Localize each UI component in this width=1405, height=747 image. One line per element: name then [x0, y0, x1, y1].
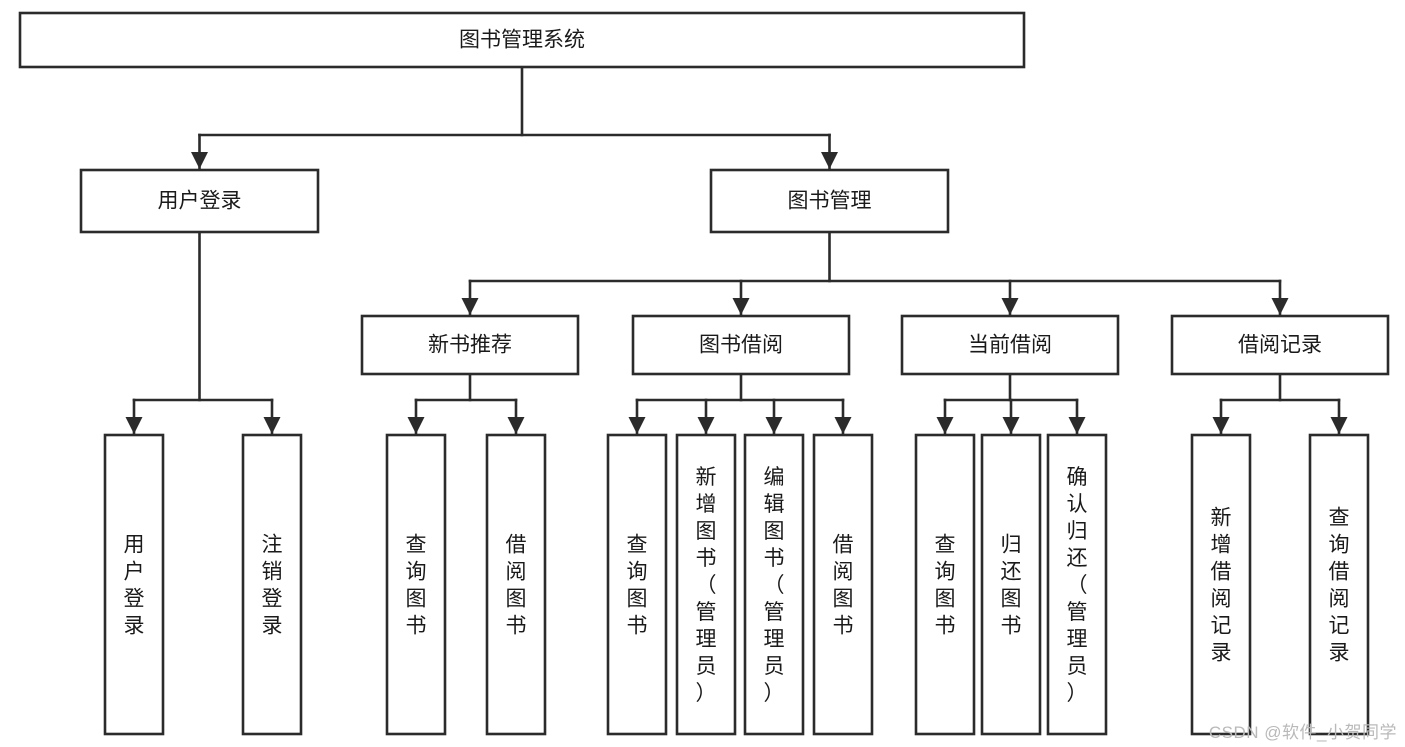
node-leaf-query-book-3-box[interactable] [914, 433, 976, 736]
node-leaf-borrow-book-2[interactable]: 借阅图书 [812, 433, 874, 736]
node-leaf-query-book-2-label: 查询图书 [627, 534, 648, 638]
node-leaf-query-book-1[interactable]: 查询图书 [385, 433, 447, 736]
connector-group-current-borrow [936, 372, 1086, 436]
node-leaf-query-book-3[interactable]: 查询图书 [914, 433, 976, 736]
node-user-login-box[interactable] [79, 168, 320, 234]
node-leaf-query-record[interactable]: 查询借阅记录 [1308, 433, 1370, 736]
node-new-book-recommend[interactable]: 新书推荐 [360, 314, 580, 376]
node-leaf-add-book[interactable]: 新增图书（管理员） [675, 433, 737, 736]
node-borrow-record[interactable]: 借阅记录 [1170, 314, 1390, 376]
arrow-head-icon [697, 417, 715, 434]
node-leaf-borrow-book-1-box[interactable] [485, 433, 547, 736]
node-leaf-query-record-label: 查询借阅记录 [1329, 507, 1350, 665]
node-leaf-borrow-book-2-label: 借阅图书 [833, 534, 854, 638]
node-current-borrow-label: 当前借阅 [968, 334, 1052, 357]
node-leaf-confirm-return-box[interactable] [1046, 433, 1108, 736]
node-book-management-box[interactable] [709, 168, 950, 234]
node-leaf-edit-book-box[interactable] [743, 433, 805, 736]
arrow-head-icon [1068, 417, 1086, 434]
arrow-head-icon [1001, 298, 1019, 315]
node-root[interactable]: 图书管理系统 [18, 11, 1026, 69]
node-leaf-add-record-label: 新增借阅记录 [1211, 507, 1232, 665]
connector-group-root [191, 65, 838, 171]
node-leaf-query-book-1-label: 查询图书 [406, 534, 427, 638]
node-leaf-edit-book-label: 编辑图书（管理员） [764, 466, 785, 705]
arrow-head-icon [765, 417, 783, 434]
node-leaf-query-book-1-box[interactable] [385, 433, 447, 736]
node-leaf-query-record-box[interactable] [1308, 433, 1370, 736]
node-leaf-query-book-2[interactable]: 查询图书 [606, 433, 668, 736]
connector-group-borrow-record [1212, 372, 1348, 436]
node-new-book-recommend-label: 新书推荐 [428, 334, 512, 357]
connector-group-book-borrow [628, 372, 852, 436]
node-leaf-add-book-box[interactable] [675, 433, 737, 736]
arrow-head-icon [461, 298, 479, 315]
node-leaf-query-book-2-box[interactable] [606, 433, 668, 736]
arrow-head-icon [407, 417, 425, 434]
node-leaf-user-login-label: 用户登录 [124, 534, 145, 638]
node-leaf-borrow-book-2-box[interactable] [812, 433, 874, 736]
arrow-head-icon [1330, 417, 1348, 434]
node-leaf-return-book-box[interactable] [980, 433, 1042, 736]
node-leaf-borrow-book-1[interactable]: 借阅图书 [485, 433, 547, 736]
arrow-head-icon [507, 417, 525, 434]
node-book-management[interactable]: 图书管理 [709, 168, 950, 234]
node-leaf-user-login-box[interactable] [103, 433, 165, 736]
node-user-login[interactable]: 用户登录 [79, 168, 320, 234]
node-leaf-borrow-book-1-label: 借阅图书 [506, 534, 527, 638]
node-leaf-add-book-label: 新增图书（管理员） [696, 466, 717, 705]
arrow-head-icon [936, 417, 954, 434]
node-current-borrow-box[interactable] [900, 314, 1120, 376]
connector-group-user-login [125, 230, 281, 436]
node-book-management-label: 图书管理 [788, 190, 872, 213]
node-root-label: 图书管理系统 [459, 29, 585, 52]
connector-group-book-management [461, 230, 1289, 317]
arrow-head-icon [821, 152, 838, 169]
node-user-login-label: 用户登录 [158, 190, 242, 213]
node-borrow-record-label: 借阅记录 [1238, 334, 1322, 357]
node-leaf-return-book-label: 归还图书 [1001, 534, 1022, 638]
connector-group-new-book-recommend [407, 372, 525, 436]
node-current-borrow[interactable]: 当前借阅 [900, 314, 1120, 376]
arrow-head-icon [732, 298, 750, 315]
arrow-head-icon [1002, 417, 1020, 434]
node-book-borrow[interactable]: 图书借阅 [631, 314, 851, 376]
arrow-head-icon [263, 417, 281, 434]
node-leaf-logout-box[interactable] [241, 433, 303, 736]
node-leaf-return-book[interactable]: 归还图书 [980, 433, 1042, 736]
node-leaf-logout-label: 注销登录 [262, 534, 283, 638]
node-leaf-logout[interactable]: 注销登录 [241, 433, 303, 736]
node-leaf-add-record-box[interactable] [1190, 433, 1252, 736]
arrow-head-icon [1212, 417, 1230, 434]
node-leaf-user-login[interactable]: 用户登录 [103, 433, 165, 736]
node-leaf-confirm-return[interactable]: 确认归还（管理员） [1046, 433, 1108, 736]
node-book-borrow-box[interactable] [631, 314, 851, 376]
node-borrow-record-box[interactable] [1170, 314, 1390, 376]
csdn-watermark: CSDN @软件_小贺同学 [1208, 723, 1397, 742]
node-new-book-recommend-box[interactable] [360, 314, 580, 376]
arrow-head-icon [125, 417, 143, 434]
node-leaf-add-record[interactable]: 新增借阅记录 [1190, 433, 1252, 736]
node-root-box[interactable] [18, 11, 1026, 69]
node-book-borrow-label: 图书借阅 [699, 334, 783, 357]
arrow-head-icon [628, 417, 646, 434]
arrow-head-icon [834, 417, 852, 434]
node-leaf-confirm-return-label: 确认归还（管理员） [1067, 466, 1088, 705]
arrow-head-icon [191, 152, 208, 169]
node-leaf-edit-book[interactable]: 编辑图书（管理员） [743, 433, 805, 736]
node-layer: 图书管理系统用户登录图书管理新书推荐图书借阅当前借阅借阅记录用户登录注销登录查询… [18, 11, 1390, 736]
node-leaf-query-book-3-label: 查询图书 [935, 534, 956, 638]
arrow-head-icon [1271, 298, 1289, 315]
connector-layer [125, 65, 1348, 436]
